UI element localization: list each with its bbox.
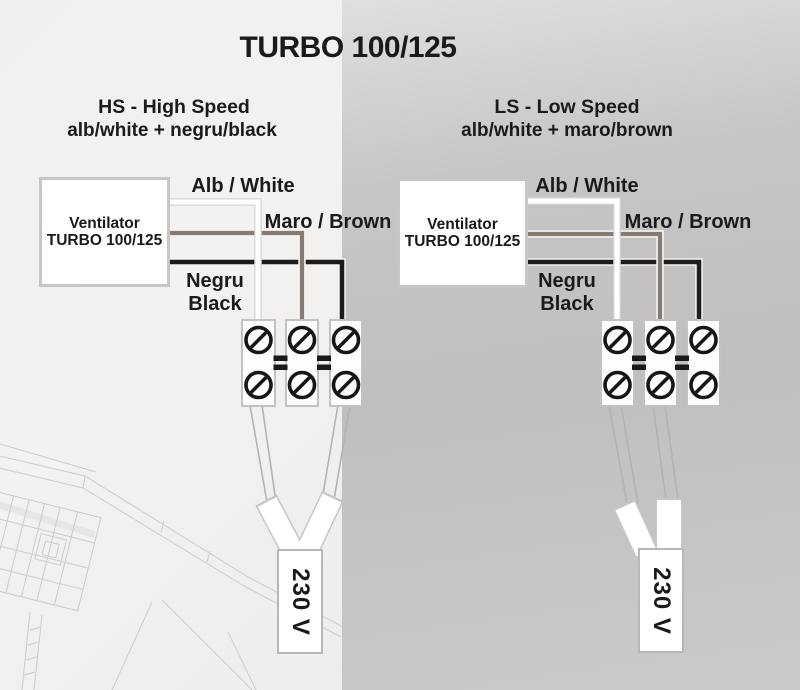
ls-white-wire-label: Alb / White bbox=[535, 175, 639, 197]
hs-terminal-blocks bbox=[241, 319, 363, 407]
hs-power-box: 230 V bbox=[277, 549, 323, 654]
hs-black-wire bbox=[170, 258, 346, 321]
hs-subheading: alb/white + negru/black bbox=[67, 120, 277, 141]
hs-black-wire-label-line1: Negru bbox=[186, 270, 244, 292]
hs-black-wire-label-line2: Black bbox=[188, 293, 242, 315]
ls-wiring-group bbox=[527, 197, 721, 557]
ls-ventilator-box: Ventilator TURBO 100/125 bbox=[397, 178, 528, 288]
diagram-title: TURBO 100/125 bbox=[239, 31, 457, 64]
hs-brown-wire bbox=[170, 229, 306, 321]
ls-power-label: 230 V bbox=[648, 566, 675, 635]
ls-terminal-blocks bbox=[600, 319, 721, 407]
ls-brown-wire-label: Maro / Brown bbox=[624, 211, 752, 233]
ls-device-model: TURBO 100/125 bbox=[404, 233, 521, 250]
ls-device-name: Ventilator bbox=[427, 216, 498, 233]
hs-terminal-link-icons bbox=[273, 355, 331, 370]
ls-terminal-link-icons bbox=[632, 355, 689, 370]
ls-black-wire-label: Negru Black bbox=[538, 270, 596, 316]
ls-black-wire-label-line2: Black bbox=[540, 293, 594, 315]
hs-mains-leads bbox=[249, 404, 351, 503]
background-right-panel bbox=[342, 0, 800, 690]
blueprint-sketch bbox=[0, 443, 342, 690]
hs-ventilator-box: Ventilator TURBO 100/125 bbox=[39, 177, 170, 287]
ls-brown-wire bbox=[527, 230, 664, 321]
ls-black-wire-label-line1: Negru bbox=[538, 270, 596, 292]
hs-device-name: Ventilator bbox=[69, 215, 140, 232]
ls-white-wire bbox=[527, 197, 621, 321]
hs-white-wire-label: Alb / White bbox=[191, 175, 295, 197]
hs-wiring-group bbox=[170, 198, 363, 559]
hs-device-model: TURBO 100/125 bbox=[46, 232, 163, 249]
hs-black-wire-label: Negru Black bbox=[186, 270, 244, 316]
hs-power-cable bbox=[255, 490, 344, 559]
ls-power-box: 230 V bbox=[638, 548, 684, 653]
ls-power-cable bbox=[613, 498, 683, 557]
ls-mains-leads bbox=[608, 404, 679, 505]
hs-power-label: 230 V bbox=[287, 567, 314, 636]
ls-black-wire bbox=[527, 258, 703, 321]
ls-subheading: alb/white + maro/brown bbox=[461, 120, 673, 141]
hs-heading: HS - High Speed bbox=[98, 96, 250, 118]
ls-heading: LS - Low Speed bbox=[494, 96, 640, 118]
hs-white-wire bbox=[170, 198, 262, 321]
hs-brown-wire-label: Maro / Brown bbox=[264, 211, 392, 233]
